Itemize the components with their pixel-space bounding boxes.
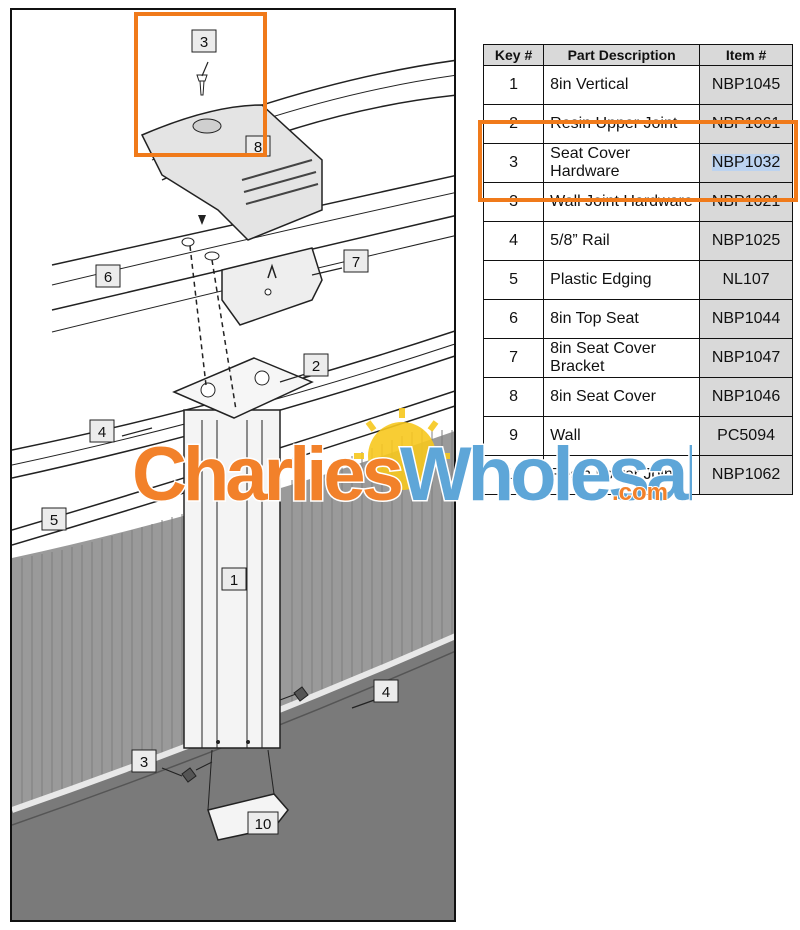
row-item[interactable]: NBP1062: [699, 455, 793, 495]
row-item[interactable]: NBP1046: [699, 377, 793, 417]
row-key: 6: [482, 299, 545, 339]
header-key: Key #: [482, 44, 545, 66]
row-item[interactable]: PC5094: [699, 416, 793, 456]
svg-text:3: 3: [200, 34, 208, 51]
row-item[interactable]: NBP1045: [699, 65, 793, 105]
svg-text:4: 4: [98, 424, 106, 441]
table-header-row: Key # Part Description Item #: [482, 44, 793, 66]
row-description: 8in Seat Cover: [543, 377, 701, 417]
row-description: Plastic Edging: [543, 260, 701, 300]
callout-6: 6: [95, 264, 121, 288]
row-description: 8in Seat Cover Bracket: [543, 338, 701, 378]
header-description: Part Description: [543, 44, 701, 66]
row-key: 3: [482, 143, 545, 183]
seat-cover-bracket: [221, 247, 323, 326]
row-description: Seat Cover Hardware: [543, 143, 701, 183]
diagram-highlight-box: [134, 12, 267, 157]
svg-text:10: 10: [255, 816, 272, 833]
row-key: 1: [482, 65, 545, 105]
callout-1: 1: [221, 567, 247, 591]
row-key: 5: [482, 260, 545, 300]
row-key: 4: [482, 221, 545, 261]
svg-text:4: 4: [382, 684, 390, 701]
row-key: 9: [482, 416, 545, 456]
row-description: 8in Top Seat: [543, 299, 701, 339]
svg-text:2: 2: [312, 358, 320, 375]
svg-text:7: 7: [352, 254, 360, 271]
callout-4-lower: 4: [373, 679, 399, 703]
wall-lower-band: [12, 636, 454, 920]
svg-text:5: 5: [50, 512, 58, 529]
row-item-selected[interactable]: NBP1032: [699, 143, 793, 183]
row-item[interactable]: NL107: [699, 260, 793, 300]
sun-icon: [354, 408, 450, 490]
seat-cover: [140, 104, 323, 241]
row-key: 8: [482, 377, 545, 417]
upper-joint: [172, 357, 314, 419]
callout-10: 10: [247, 811, 279, 835]
header-item: Item #: [699, 44, 793, 66]
row-key: 10: [482, 455, 545, 495]
callout-3-lower: 3: [131, 749, 157, 773]
charlieswholesale-watermark: CharliesWholesale .com: [132, 408, 692, 518]
watermark-tld: .com: [612, 479, 668, 506]
svg-text:1: 1: [230, 572, 238, 589]
row-item[interactable]: NBP1044: [699, 299, 793, 339]
svg-text:3: 3: [140, 754, 148, 771]
table-highlight-box: [478, 120, 798, 202]
row-item[interactable]: NBP1025: [699, 221, 793, 261]
svg-text:8: 8: [254, 139, 262, 156]
row-item[interactable]: NBP1047: [699, 338, 793, 378]
callout-2: 2: [303, 353, 329, 377]
selected-item-text[interactable]: NBP1032: [711, 154, 781, 171]
row-description: Resin Lower Joint: [543, 455, 701, 495]
pool-wall-exploded-view: 3 8 6 7 2 4 5 1 4 3 10: [12, 29, 454, 920]
svg-text:6: 6: [104, 269, 112, 286]
row-description: 8in Vertical: [543, 65, 701, 105]
callout-3-top: 3: [191, 29, 217, 53]
watermark-text: CharliesWholesale: [132, 432, 692, 517]
callout-7: 7: [343, 249, 369, 273]
callout-5: 5: [41, 507, 67, 531]
callout-4-upper: 4: [89, 419, 115, 443]
row-description: Wall: [543, 416, 701, 456]
row-description: 5/8” Rail: [543, 221, 701, 261]
row-key: 7: [482, 338, 545, 378]
